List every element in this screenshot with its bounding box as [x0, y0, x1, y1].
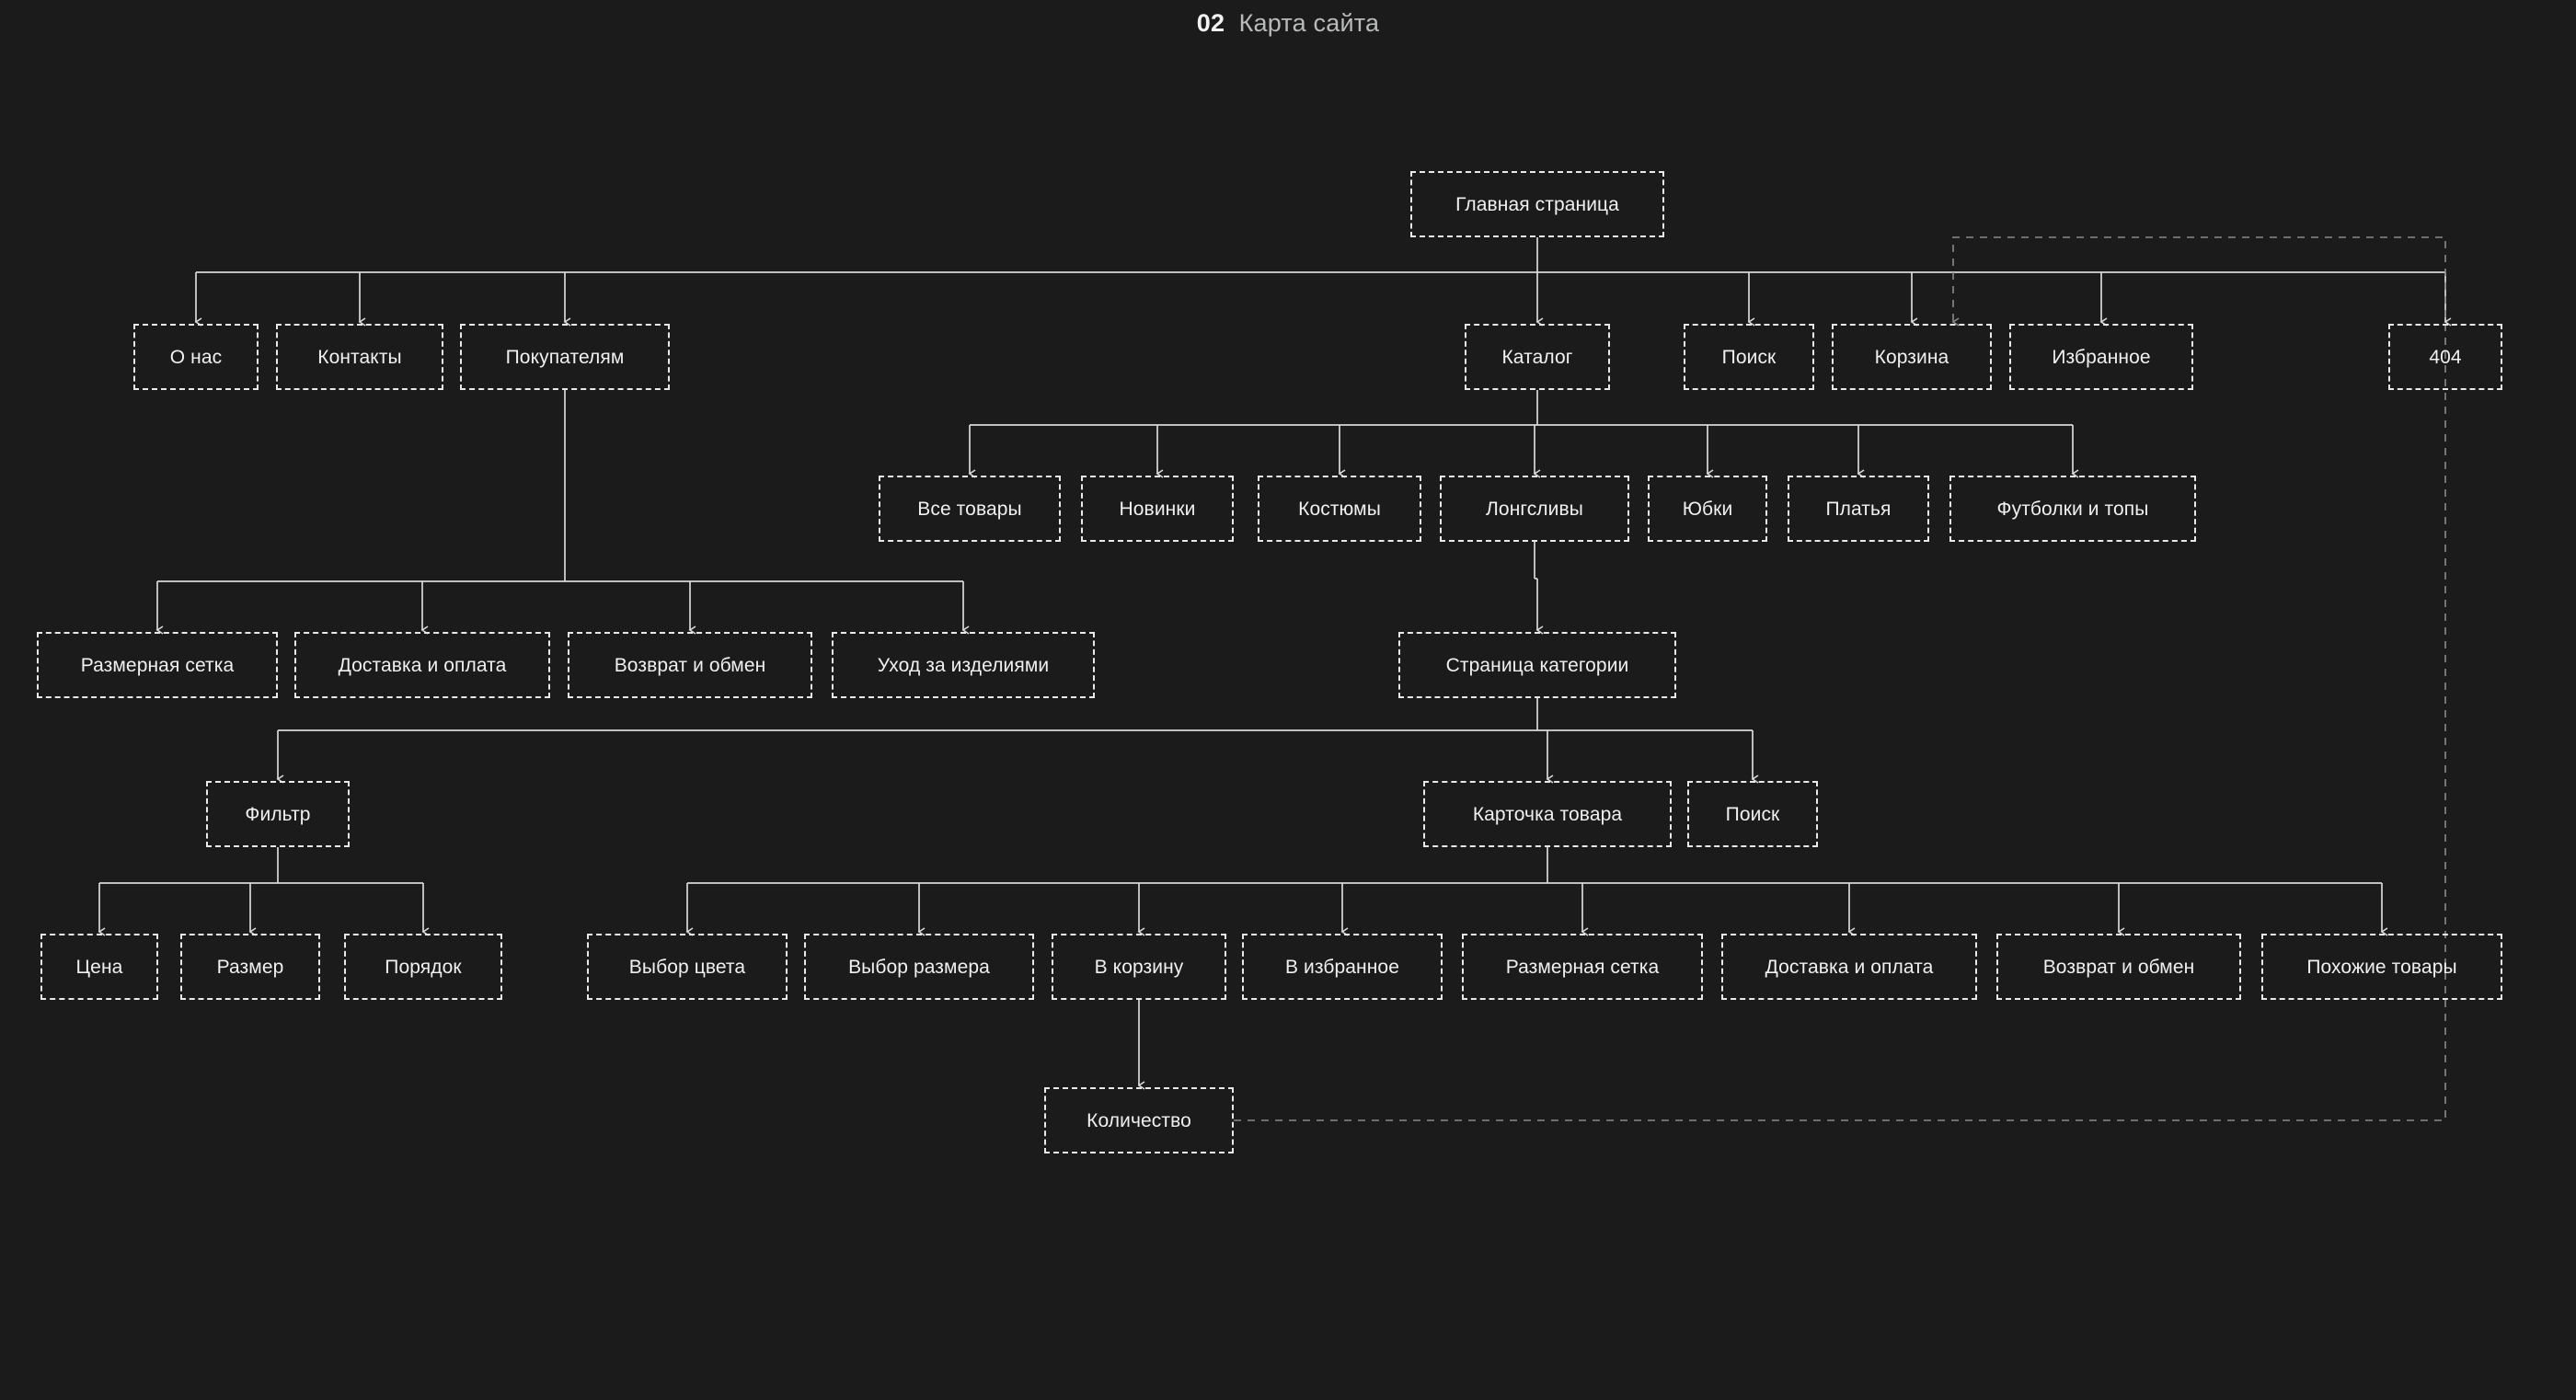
node-label: Количество: [1087, 1109, 1191, 1131]
node-label: Уход за изделиями: [877, 654, 1050, 676]
node-catalog[interactable]: Каталог: [1465, 324, 1610, 390]
node-label: В корзину: [1094, 956, 1184, 978]
node-quantity[interactable]: Количество: [1044, 1087, 1234, 1153]
node-label: Покупателям: [505, 346, 625, 368]
node-search-category[interactable]: Поиск: [1687, 781, 1818, 847]
page-title: 02 Карта сайта: [0, 9, 2576, 38]
node-home[interactable]: Главная страница: [1410, 171, 1664, 237]
node-label: Футболки и топы: [1996, 498, 2149, 520]
node-label: Доставка и оплата: [338, 654, 507, 676]
node-label: Избранное: [2052, 346, 2151, 368]
node-label: Лонгсливы: [1486, 498, 1583, 520]
node-size-chart-2[interactable]: Размерная сетка: [1462, 934, 1703, 1000]
node-new-arrivals[interactable]: Новинки: [1081, 476, 1234, 542]
node-label: Поиск: [1721, 346, 1777, 368]
node-order[interactable]: Порядок: [344, 934, 502, 1000]
node-label: Поиск: [1725, 803, 1780, 825]
node-add-to-cart[interactable]: В корзину: [1052, 934, 1226, 1000]
node-label: Страница категории: [1445, 654, 1629, 676]
node-label: 404: [2429, 346, 2462, 368]
node-returns-1[interactable]: Возврат и обмен: [568, 632, 812, 698]
node-buyers[interactable]: Покупателям: [460, 324, 670, 390]
node-delivery-2[interactable]: Доставка и оплата: [1721, 934, 1977, 1000]
node-product-card[interactable]: Карточка товара: [1423, 781, 1672, 847]
node-cart[interactable]: Корзина: [1832, 324, 1992, 390]
node-add-favorite[interactable]: В избранное: [1242, 934, 1443, 1000]
node-about[interactable]: О нас: [133, 324, 259, 390]
node-label: Юбки: [1682, 498, 1733, 520]
node-category-page[interactable]: Страница категории: [1398, 632, 1676, 698]
node-label: Возврат и обмен: [2042, 956, 2195, 978]
node-suits[interactable]: Костюмы: [1258, 476, 1421, 542]
node-search-top[interactable]: Поиск: [1684, 324, 1814, 390]
node-label: Новинки: [1119, 498, 1196, 520]
node-contacts[interactable]: Контакты: [276, 324, 443, 390]
node-delivery-1[interactable]: Доставка и оплата: [294, 632, 550, 698]
node-label: Корзина: [1874, 346, 1949, 368]
node-label: Порядок: [385, 956, 462, 978]
node-care[interactable]: Уход за изделиями: [832, 632, 1095, 698]
node-similar-goods[interactable]: Похожие товары: [2261, 934, 2502, 1000]
node-label: Доставка и оплата: [1765, 956, 1934, 978]
node-returns-2[interactable]: Возврат и обмен: [1996, 934, 2241, 1000]
node-label: Каталог: [1501, 346, 1573, 368]
node-label: Карточка товара: [1472, 803, 1623, 825]
node-skirts[interactable]: Юбки: [1648, 476, 1767, 542]
node-label: Контакты: [317, 346, 402, 368]
page-title-text: Карта сайта: [1238, 9, 1380, 37]
node-label: Выбор размера: [848, 956, 990, 978]
node-size-chart-1[interactable]: Размерная сетка: [37, 632, 278, 698]
node-label: Платья: [1825, 498, 1892, 520]
node-label: Цена: [75, 956, 123, 978]
node-label: В избранное: [1284, 956, 1399, 978]
node-tshirts-tops[interactable]: Футболки и топы: [1949, 476, 2196, 542]
node-favorites[interactable]: Избранное: [2009, 324, 2193, 390]
node-label: Главная страница: [1455, 193, 1619, 215]
node-label: Фильтр: [245, 803, 311, 825]
node-label: Размерная сетка: [80, 654, 235, 676]
node-label: Похожие товары: [2306, 956, 2457, 978]
node-filter[interactable]: Фильтр: [206, 781, 350, 847]
node-dresses[interactable]: Платья: [1788, 476, 1929, 542]
page-title-number: 02: [1196, 9, 1225, 37]
node-label: Выбор цвета: [628, 956, 746, 978]
node-not-found[interactable]: 404: [2388, 324, 2502, 390]
node-label: Возврат и обмен: [614, 654, 766, 676]
node-label: Размер: [216, 956, 284, 978]
node-label: О нас: [169, 346, 223, 368]
node-color-select[interactable]: Выбор цвета: [587, 934, 788, 1000]
node-label: Размерная сетка: [1505, 956, 1660, 978]
node-size-select[interactable]: Выбор размера: [804, 934, 1034, 1000]
node-size[interactable]: Размер: [180, 934, 320, 1000]
node-all-goods[interactable]: Все товары: [879, 476, 1061, 542]
node-label: Все товары: [917, 498, 1022, 520]
node-longsleeves[interactable]: Лонгсливы: [1440, 476, 1629, 542]
node-label: Костюмы: [1298, 498, 1381, 520]
node-price[interactable]: Цена: [40, 934, 158, 1000]
